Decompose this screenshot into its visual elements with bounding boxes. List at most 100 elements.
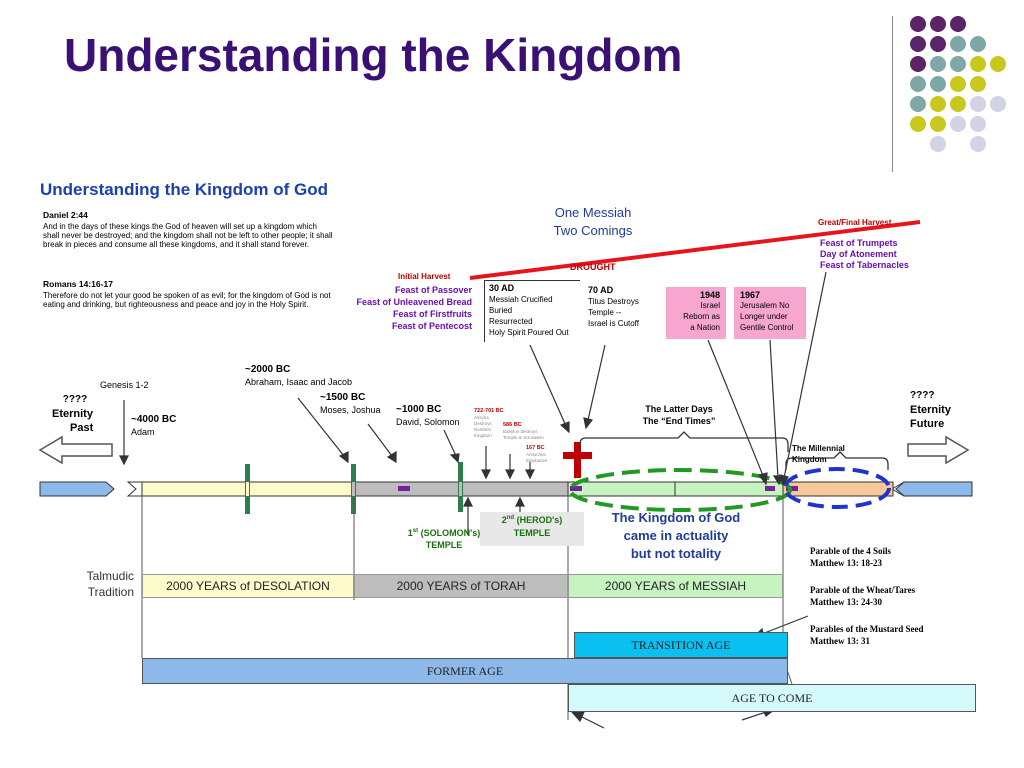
decor-dot bbox=[930, 116, 946, 132]
millennial-l1: The Millennial bbox=[792, 444, 845, 453]
kingdom-actuality-l1: The Kingdom of God bbox=[611, 510, 741, 525]
daniel-ref: Daniel 2:44 bbox=[43, 210, 88, 220]
bc4000-year: ~4000 BC bbox=[131, 414, 177, 425]
messiah-line2: Two Comings bbox=[553, 223, 633, 238]
parable-soils-ref: Matthew 13: 18-23 bbox=[810, 558, 882, 568]
band-torah: 2000 YEARS of TORAH bbox=[354, 574, 568, 598]
parable-wheat-title: Parable of the Wheat/Tares bbox=[810, 585, 916, 595]
decor-dot bbox=[930, 56, 946, 72]
decor-dot bbox=[970, 96, 986, 112]
decor-dot bbox=[910, 116, 926, 132]
parable-soils-title: Parable of the 4 Soils bbox=[810, 546, 891, 556]
divider-line bbox=[892, 16, 893, 172]
decor-dot bbox=[930, 76, 946, 92]
talmudic-l2: Tradition bbox=[87, 585, 134, 599]
band-desolation: 2000 YEARS of DESOLATION bbox=[142, 574, 354, 598]
feast-trumpets: Feast of Trumpets bbox=[820, 238, 898, 248]
genesis-label: Genesis 1-2 bbox=[100, 380, 149, 390]
decor-dot bbox=[970, 136, 986, 152]
eternity-past-l1: Eternity bbox=[52, 408, 93, 420]
messiah-age-ellipse bbox=[568, 468, 792, 512]
harvest-line bbox=[469, 220, 921, 280]
eternity-future-q: ???? bbox=[910, 390, 935, 401]
feast-atonement: Day of Atonement bbox=[820, 249, 897, 259]
band-transition-age: TRANSITION AGE bbox=[574, 632, 788, 658]
daniel-text: And in the days of these kings the God o… bbox=[43, 222, 333, 250]
parable-wheat-ref: Matthew 13: 24-30 bbox=[810, 597, 882, 607]
talmudic-l1: Talmudic bbox=[86, 569, 134, 583]
temple-first: 1st (SOLOMON's) bbox=[407, 528, 481, 538]
event-70ad: 70 AD Titus Destroys Temple -- Israel is… bbox=[588, 285, 639, 328]
bc1500-year: ~1500 BC bbox=[320, 392, 366, 403]
decor-dot bbox=[970, 76, 986, 92]
right-eternity-arrow bbox=[907, 435, 970, 465]
decor-dot bbox=[910, 96, 926, 112]
millennial-l2: Kingdom bbox=[792, 455, 827, 464]
initial-harvest-label: Initial Harvest bbox=[398, 272, 451, 281]
decor-dot bbox=[950, 56, 966, 72]
timeline-left-cap bbox=[39, 481, 115, 497]
event-1948: 1948 Israel Reborn as a Nation bbox=[666, 287, 726, 339]
romans-text: Therefore do not let your good be spoken… bbox=[43, 291, 331, 310]
bc2000-year: ~2000 BC bbox=[245, 364, 291, 375]
latter-days-l2: The “End Times” bbox=[642, 416, 716, 426]
latter-days-brace bbox=[579, 431, 789, 452]
bc1500-name: Moses, Joshua bbox=[320, 405, 381, 415]
feast-firstfruits: Feast of Firstfruits bbox=[392, 309, 472, 319]
decor-dot bbox=[950, 96, 966, 112]
decor-dot bbox=[990, 56, 1006, 72]
decor-dot bbox=[930, 136, 946, 152]
eternity-future-l1: Eternity bbox=[910, 404, 951, 416]
bc1000-name: David, Solomon bbox=[396, 417, 460, 427]
left-eternity-arrow bbox=[38, 435, 113, 465]
decor-dot bbox=[970, 56, 986, 72]
diagram-title: Understanding the Kingdom of God bbox=[40, 180, 329, 199]
bc2000-name: Abraham, Isaac and Jacob bbox=[245, 377, 353, 387]
millennium-ellipse bbox=[783, 467, 891, 509]
latter-days-l1: The Latter Days bbox=[645, 404, 713, 414]
drought-label: DROUGHT bbox=[570, 262, 616, 272]
cross-icon bbox=[574, 442, 581, 478]
timeline-millennium bbox=[782, 481, 894, 497]
final-harvest-label: Great/Final Harvest bbox=[818, 218, 892, 227]
kingdom-actuality-l3: but not totality bbox=[630, 546, 722, 561]
feast-unleavened-bread: Feast of Unleavened Bread bbox=[356, 297, 472, 307]
band-former-age: FORMER AGE bbox=[142, 658, 788, 684]
eternity-past-q: ???? bbox=[62, 394, 88, 405]
temple-second: 2nd (HEROD's) TEMPLE bbox=[480, 512, 584, 546]
decor-dot bbox=[950, 116, 966, 132]
messiah-line1: One Messiah bbox=[554, 205, 632, 220]
event-1967: 1967 Jerusalem No Longer under Gentile C… bbox=[734, 287, 806, 339]
decor-dot bbox=[910, 76, 926, 92]
temple-first-label: TEMPLE bbox=[425, 540, 463, 550]
bc1000-year: ~1000 BC bbox=[396, 404, 442, 415]
bc4000-name: Adam bbox=[131, 427, 155, 437]
decor-dot bbox=[910, 16, 926, 32]
decor-dot bbox=[950, 36, 966, 52]
decor-dot bbox=[910, 56, 926, 72]
millennium-brace bbox=[785, 451, 889, 470]
slide-title: Understanding the Kingdom bbox=[64, 29, 683, 81]
eternity-past-l2: Past bbox=[70, 422, 94, 434]
decor-dot bbox=[910, 36, 926, 52]
decor-dot bbox=[970, 36, 986, 52]
band-messiah: 2000 YEARS of MESSIAH bbox=[568, 574, 783, 598]
decor-dot bbox=[990, 96, 1006, 112]
decor-dot bbox=[930, 96, 946, 112]
band-age-to-come: AGE TO COME bbox=[568, 684, 976, 712]
dot-grid-decoration bbox=[910, 16, 1022, 168]
event-30ad: 30 AD Messiah Crucified Buried Resurrect… bbox=[484, 280, 580, 342]
feast-pentecost: Feast of Pentecost bbox=[391, 321, 472, 331]
decor-dot bbox=[950, 76, 966, 92]
decor-dot bbox=[970, 116, 986, 132]
feast-passover: Feast of Passover bbox=[394, 285, 472, 295]
kingdom-actuality-l2: came in actuality bbox=[623, 528, 729, 543]
romans-ref: Romans 14:16-17 bbox=[43, 279, 113, 289]
feast-tabernacles: Feast of Tabernacles bbox=[820, 260, 909, 270]
decor-dot bbox=[950, 16, 966, 32]
parable-mustard-ref: Matthew 13: 31 bbox=[810, 636, 870, 646]
decor-dot bbox=[930, 36, 946, 52]
eternity-future-l2: Future bbox=[910, 418, 945, 430]
decor-dot bbox=[930, 16, 946, 32]
